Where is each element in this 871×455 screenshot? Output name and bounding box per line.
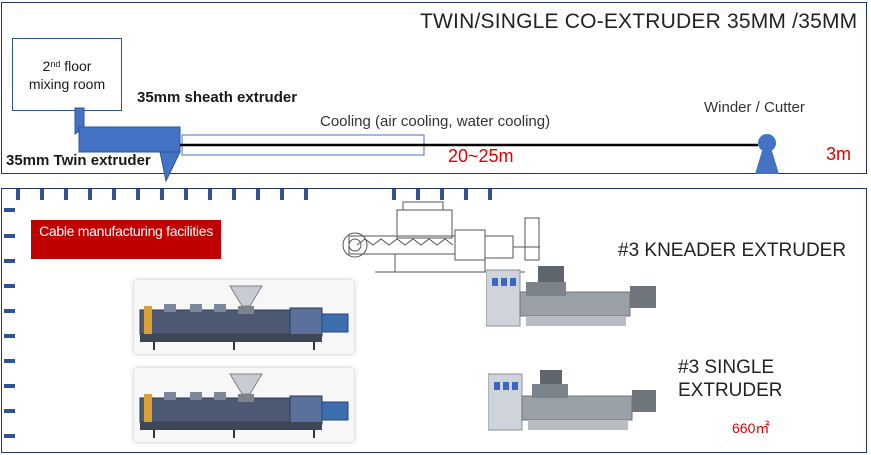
wall-tick-left-10 bbox=[4, 434, 15, 438]
wall-tick-left-5 bbox=[4, 309, 15, 313]
line-length-label: 20~25m bbox=[448, 146, 514, 166]
wall-tick-top-3 bbox=[64, 189, 68, 200]
wall-tick-top-1 bbox=[16, 189, 20, 200]
wall-tick-top-2 bbox=[40, 189, 44, 200]
winder-length-label: 3m bbox=[826, 144, 852, 164]
mixing-room-line1: 2nd floor bbox=[13, 57, 121, 75]
wall-tick-top-7 bbox=[160, 189, 164, 200]
wall-tick-left-8 bbox=[4, 384, 15, 388]
facilities-label: Cable manufacturing facilities bbox=[39, 223, 213, 239]
floor-number: 2 bbox=[42, 58, 51, 74]
wall-tick-left-7 bbox=[4, 359, 15, 363]
sheath-extruder-label: 35mm sheath extruder bbox=[137, 89, 298, 106]
single-extruder-line2: EXTRUDER bbox=[678, 380, 783, 401]
twin-extruder-photo-1 bbox=[134, 280, 354, 354]
single-extruder-photo bbox=[488, 370, 656, 431]
extruder-nozzle bbox=[159, 151, 181, 183]
wall-tick-top-12 bbox=[280, 189, 284, 200]
kneader-extruder-label: #3 KNEADER EXTRUDER bbox=[618, 240, 847, 261]
wall-tick-top-5 bbox=[112, 189, 116, 200]
extruder-body bbox=[78, 126, 181, 153]
wall-tick-top-11 bbox=[256, 189, 260, 200]
wall-tick-top-10 bbox=[232, 189, 236, 200]
wall-tick-top-18 bbox=[488, 189, 492, 200]
wall-tick-left-2 bbox=[4, 234, 15, 238]
wall-tick-left-4 bbox=[4, 284, 15, 288]
twin-extruder-illustration-1 bbox=[139, 285, 349, 350]
wall-tick-left-3 bbox=[4, 259, 15, 263]
twin-extruder-illustration-2 bbox=[139, 373, 349, 438]
wall-tick-top-16 bbox=[440, 189, 444, 200]
cooling-label: Cooling (air cooling, water cooling) bbox=[320, 113, 551, 130]
floor-area-label: 660㎡ bbox=[732, 420, 770, 436]
single-extruder-label: #3 SINGLE EXTRUDER bbox=[678, 356, 783, 402]
winder-stand bbox=[755, 151, 779, 174]
wall-tick-top-13 bbox=[304, 189, 308, 200]
wall-tick-top-8 bbox=[184, 189, 188, 200]
wall-tick-top-17 bbox=[464, 189, 468, 200]
diagram-title: TWIN/SINGLE CO-EXTRUDER 35MM /35MM bbox=[420, 10, 858, 33]
wall-tick-top-4 bbox=[88, 189, 92, 200]
wall-tick-left-9 bbox=[4, 409, 15, 413]
winder-icon bbox=[758, 134, 776, 152]
wall-tick-left-1 bbox=[4, 208, 15, 212]
twin-extruder-label: 35mm Twin extruder bbox=[6, 152, 151, 169]
twin-extruder-photo-2 bbox=[134, 368, 354, 442]
winder-cutter-label: Winder / Cutter bbox=[704, 99, 805, 116]
wall-tick-top-9 bbox=[208, 189, 212, 200]
kneader-extruder-photo bbox=[486, 266, 656, 327]
extrusion-line-schematic bbox=[74, 107, 779, 183]
single-extruder-line1: #3 SINGLE bbox=[678, 357, 775, 378]
floor-ordinal: nd bbox=[50, 59, 61, 69]
floor-word: floor bbox=[64, 58, 92, 74]
wall-tick-top-14 bbox=[392, 189, 396, 200]
mixing-room-line2: mixing room bbox=[28, 76, 106, 92]
wall-tick-top-6 bbox=[136, 189, 140, 200]
wall-tick-left-6 bbox=[4, 334, 15, 338]
facilities-label-box: Cable manufacturing facilities bbox=[31, 220, 221, 259]
wall-markers bbox=[4, 189, 492, 438]
mixing-room-box: 2nd floor mixing room bbox=[12, 38, 122, 111]
wall-tick-top-15 bbox=[416, 189, 420, 200]
